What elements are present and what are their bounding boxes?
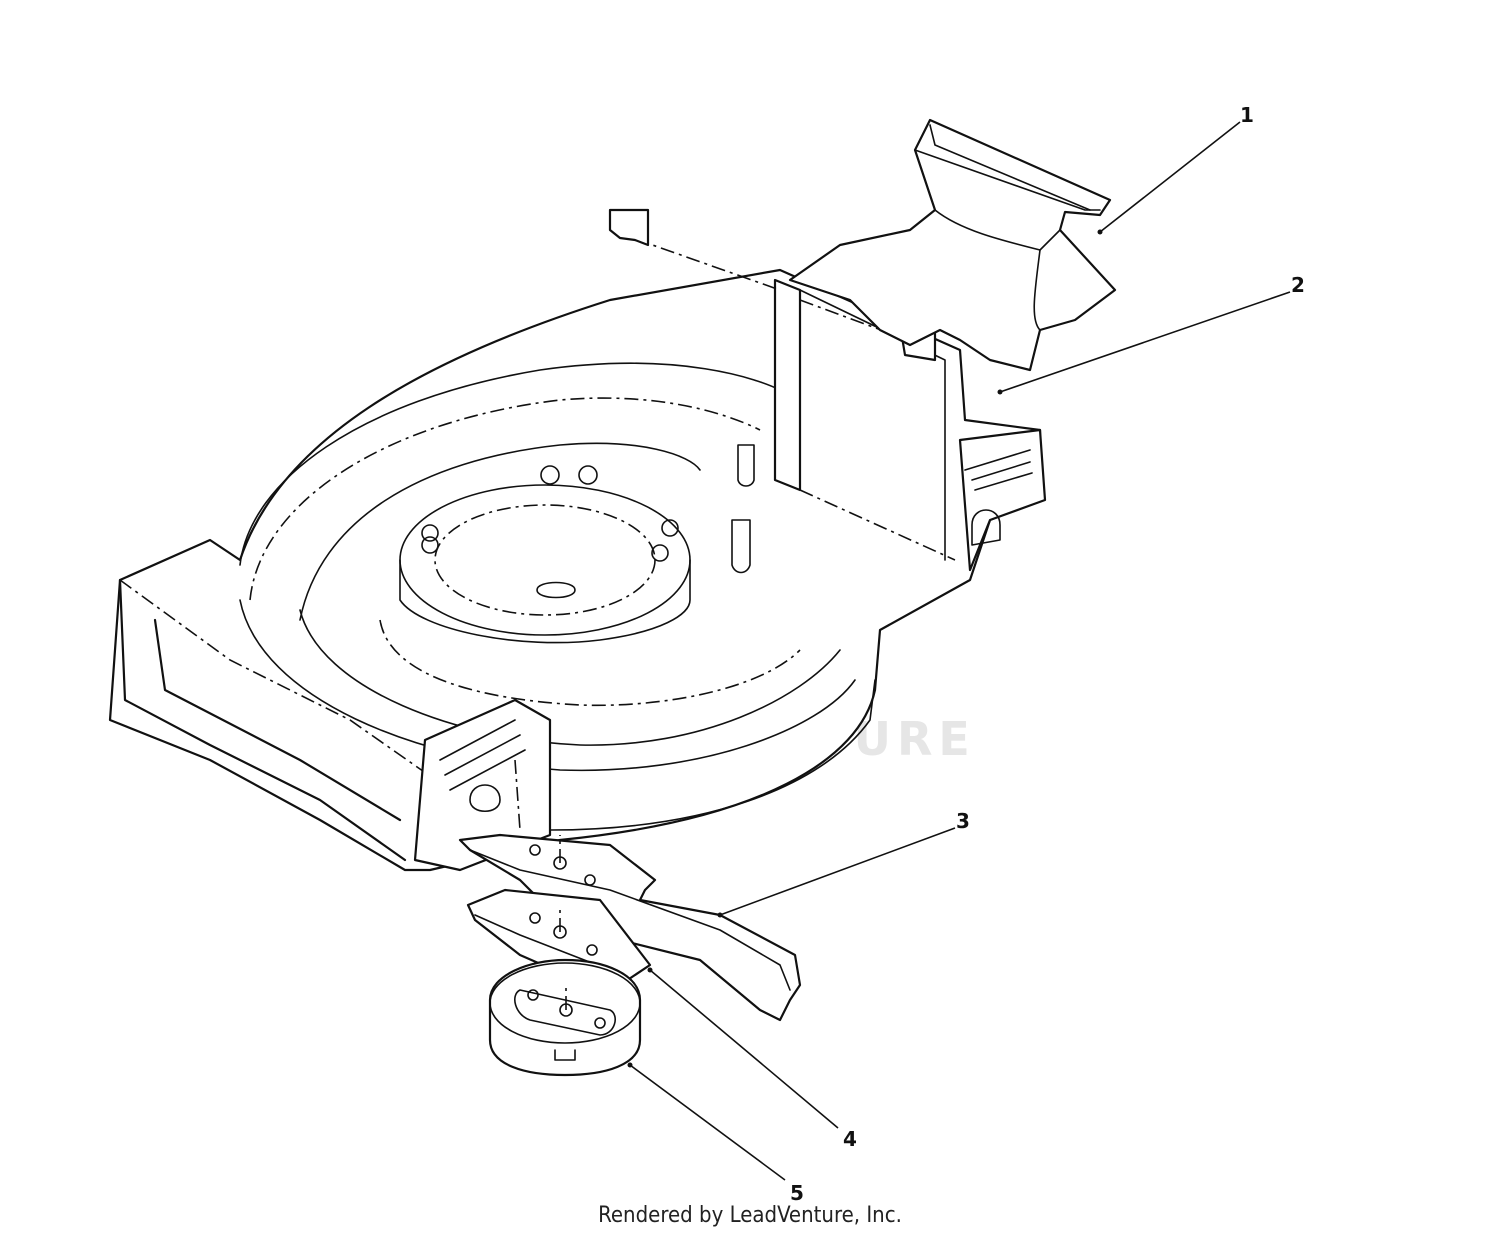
discharge-chute (788, 118, 1117, 372)
callout-5: 5 (790, 1181, 804, 1205)
callout-labels: 1 2 3 4 5 (790, 103, 1305, 1205)
callout-leaders (627, 121, 1291, 1181)
callout-2: 2 (1291, 273, 1305, 297)
callout-3: 3 (956, 809, 970, 833)
footer-credit: Rendered by LeadVenture, Inc. (598, 1203, 902, 1228)
mower-deck-housing (108, 208, 1047, 872)
blade-adapter (488, 958, 642, 1077)
mount-holes (421, 465, 679, 599)
callout-1: 1 (1240, 103, 1254, 127)
callout-4: 4 (843, 1127, 857, 1151)
